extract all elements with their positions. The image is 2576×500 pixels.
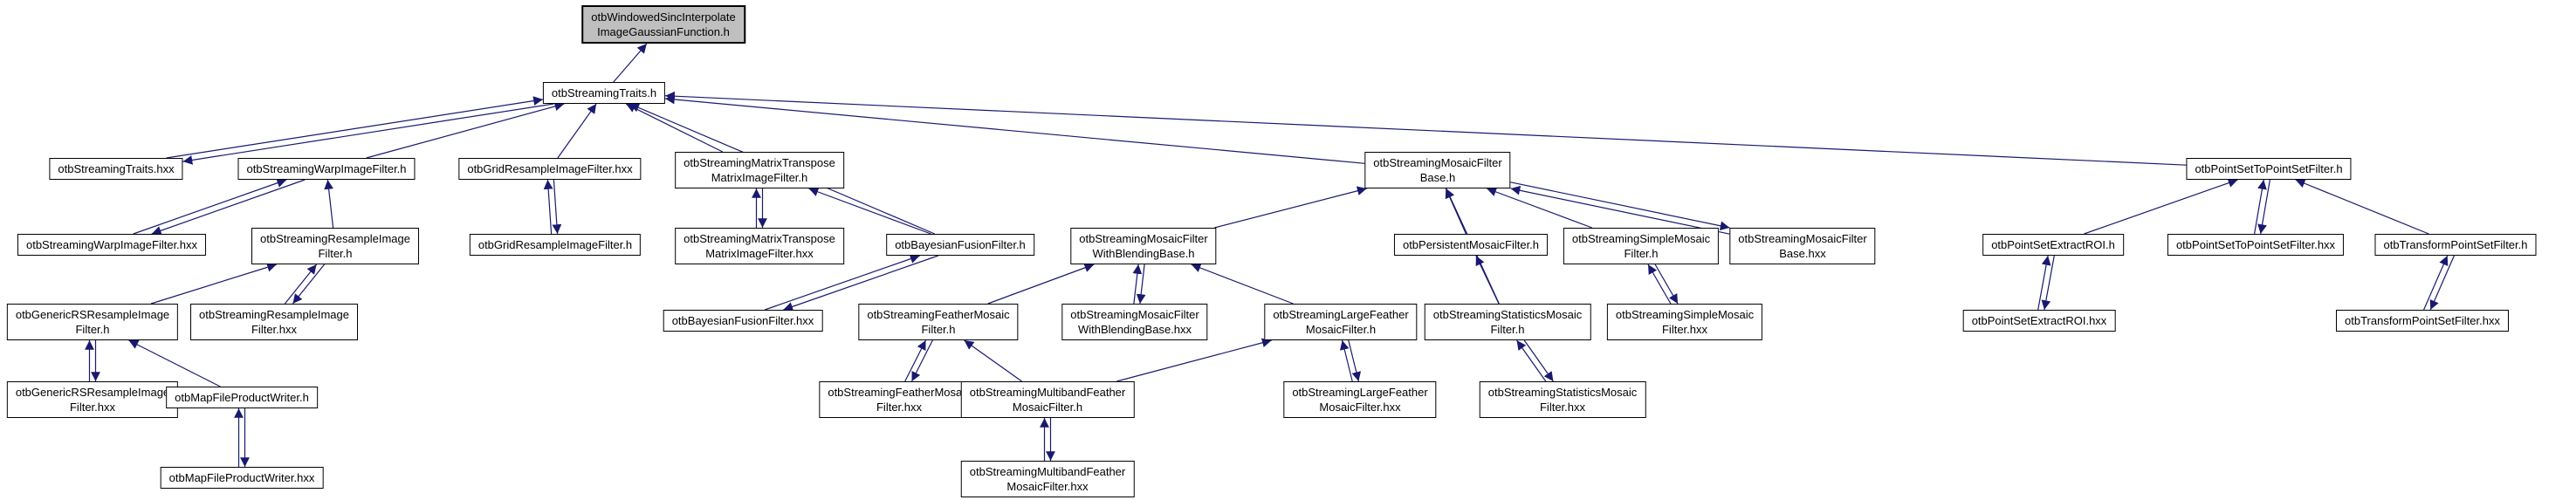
include-edge-simple_h-to-mosaicbase_h [1486, 187, 1593, 229]
graph-node-pstps_hxx[interactable]: otbPointSetToPointSetFilter.hxx [2167, 234, 2345, 257]
include-edge-traits_hxx-to-traits_h [166, 96, 544, 159]
include-edge-bayesian_h-to-bayesian_hxx [783, 255, 938, 312]
graph-node-multiband_hxx[interactable]: otbStreamingMultibandFeather MosaicFilte… [960, 461, 1135, 498]
graph-node-bayesian_hxx[interactable]: otbBayesianFusionFilter.hxx [663, 310, 823, 332]
include-edge-feather_hxx-to-feather_h [904, 339, 927, 382]
include-edge-largefeather_h-to-withblending_h [1191, 263, 1294, 305]
include-edge-transform_h-to-pstps_h [2295, 179, 2429, 235]
include-edge-resample_h-to-warp_h [324, 179, 334, 229]
graph-node-feather_hxx[interactable]: otbStreamingFeatherMosaic Filter.hxx [819, 381, 979, 419]
include-edge-simple_hxx-to-simple_h [1647, 264, 1672, 305]
include-edge-withblending_h-to-mosaicbase_h [1214, 186, 1367, 229]
graph-node-transform_h[interactable]: otbTransformPointSetFilter.h [2374, 234, 2537, 257]
graph-node-matrixtranspose_h[interactable]: otbStreamingMatrixTranspose MatrixImageF… [675, 152, 844, 189]
graph-node-mosaicbase_h[interactable]: otbStreamingMosaicFilter Base.h [1364, 152, 1511, 189]
graph-node-largefeather_h[interactable]: otbStreamingLargeFeather MosaicFilter.h [1264, 304, 1418, 341]
include-edge-genericrs_h-to-resample_h [150, 263, 278, 305]
include-edge-gridresample_hxx-to-traits_h [557, 103, 597, 159]
include-edge-traits_h-to-subject [613, 43, 648, 83]
graph-node-gridresample_h[interactable]: otbGridResampleImageFilter.h [469, 234, 642, 257]
include-edge-multiband_h-to-largefeather_h [1116, 338, 1272, 382]
include-edge-warp_h-to-warp_hxx [151, 179, 306, 236]
graph-node-traits_h[interactable]: otbStreamingTraits.h [542, 82, 666, 105]
graph-node-mosaicbase_hxx[interactable]: otbStreamingMosaicFilter Base.hxx [1729, 228, 1876, 265]
graph-node-multiband_h[interactable]: otbStreamingMultibandFeather MosaicFilte… [960, 381, 1135, 419]
include-edge-statistics_hxx-to-statistics_h [1516, 339, 1547, 382]
include-edge-largefeather_h-to-largefeather_hxx [1348, 339, 1362, 382]
include-edge-extractroi_hxx-to-extractroi_h [2037, 255, 2051, 311]
include-edge-simple_h-to-simple_hxx [1654, 264, 1679, 305]
include-edge-pstps_hxx-to-pstps_h [2254, 179, 2267, 235]
graph-node-persistent_h[interactable]: otbPersistentMosaicFilter.h [1393, 234, 1549, 257]
include-edge-pstps_h-to-traits_h [664, 91, 2187, 166]
include-edge-mosaicbase_h-to-traits_h [664, 94, 1365, 164]
graph-node-transform_hxx[interactable]: otbTransformPointSetFilter.hxx [2336, 310, 2509, 332]
include-edge-resample_h-to-resample_hxx [292, 264, 326, 305]
graph-node-warp_hxx[interactable]: otbStreamingWarpImageFilter.hxx [17, 234, 207, 257]
include-edge-multiband_h-to-feather_h [964, 339, 1022, 382]
include-edge-warp_hxx-to-warp_h [133, 178, 287, 235]
include-edge-transform_h-to-transform_hxx [2429, 255, 2455, 311]
graph-node-subject[interactable]: otbWindowedSincInterpolate ImageGaussian… [581, 5, 745, 45]
include-edge-mosaicbase_h-to-mosaicbase_hxx [1510, 182, 1730, 231]
graph-node-mapfile_hxx[interactable]: otbMapFileProductWriter.hxx [160, 467, 324, 490]
graph-node-mapfile_h[interactable]: otbMapFileProductWriter.h [166, 387, 318, 409]
include-edge-gridresample_hxx-to-gridresample_h [552, 179, 562, 235]
graph-node-warp_h[interactable]: otbStreamingWarpImageFilter.h [237, 158, 416, 181]
include-edge-extractroi_h-to-pstps_h [2084, 178, 2238, 235]
graph-node-gridresample_hxx[interactable]: otbGridResampleImageFilter.hxx [458, 158, 642, 181]
include-edge-gridresample_h-to-gridresample_hxx [543, 179, 553, 235]
include-edge-statistics_h-to-statistics_hxx [1523, 339, 1554, 382]
include-edge-withblending_h-to-withblending_hxx [1136, 264, 1146, 305]
graph-node-matrixtranspose_hxx[interactable]: otbStreamingMatrixTranspose MatrixImageF… [675, 228, 844, 265]
graph-node-largefeather_hxx[interactable]: otbStreamingLargeFeather MosaicFilter.hx… [1283, 381, 1437, 419]
graph-node-simple_h[interactable]: otbStreamingSimpleMosaic Filter.h [1563, 228, 1720, 265]
include-edge-extractroi_h-to-extractroi_hxx [2041, 255, 2055, 311]
include-edge-transform_hxx-to-transform_h [2423, 255, 2449, 311]
include-edge-bayesian_h-to-matrixtranspose_h [808, 187, 931, 235]
include-edge-matrixtranspose_h-to-traits_h [625, 103, 724, 153]
graph-node-resample_h[interactable]: otbStreamingResampleImage Filter.h [251, 228, 419, 265]
include-edge-pstps_h-to-pstps_hxx [2257, 179, 2270, 235]
include-edge-statistics_h-to-persistent_h [1475, 255, 1500, 305]
graph-node-statistics_hxx[interactable]: otbStreamingStatisticsMosaic Filter.hxx [1479, 381, 1646, 419]
graph-node-statistics_h[interactable]: otbStreamingStatisticsMosaic Filter.h [1424, 304, 1591, 341]
include-edge-traits_h-to-traits_hxx [182, 103, 554, 165]
graph-node-extractroi_hxx[interactable]: otbPointSetExtractROI.hxx [1962, 310, 2116, 332]
graph-node-feather_h[interactable]: otbStreamingFeatherMosaic Filter.h [858, 304, 1019, 341]
graph-node-bayesian_h[interactable]: otbBayesianFusionFilter.h [886, 234, 1034, 257]
include-edge-mapfile_h-to-genericrs_h [128, 339, 221, 387]
graph-node-pstps_h[interactable]: otbPointSetToPointSetFilter.h [2186, 158, 2352, 181]
graph-node-extractroi_h[interactable]: otbPointSetExtractROI.h [1982, 234, 2124, 257]
include-edge-warp_h-to-traits_h [366, 101, 565, 159]
graph-node-genericrs_hxx[interactable]: otbGenericRSResampleImage Filter.hxx [6, 381, 179, 419]
include-edge-feather_h-to-feather_hxx [910, 339, 933, 382]
graph-node-traits_hxx[interactable]: otbStreamingTraits.hxx [49, 158, 183, 181]
graph-node-withblending_h[interactable]: otbStreamingMosaicFilter WithBlendingBas… [1070, 228, 1217, 265]
include-edge-largefeather_hxx-to-largefeather_h [1339, 339, 1353, 382]
graph-node-resample_hxx[interactable]: otbStreamingResampleImage Filter.hxx [190, 304, 358, 341]
include-edge-bayesian_hxx-to-bayesian_h [765, 254, 920, 311]
include-edge-feather_h-to-withblending_h [987, 263, 1095, 305]
include-edge-resample_hxx-to-resample_h [284, 264, 318, 305]
graph-node-simple_hxx[interactable]: otbStreamingSimpleMosaic Filter.hxx [1606, 304, 1763, 341]
include-edge-withblending_hxx-to-withblending_h [1132, 264, 1143, 305]
include-edge-mosaicbase_hxx-to-mosaicbase_h [1510, 185, 1730, 235]
graph-node-genericrs_h[interactable]: otbGenericRSResampleImage Filter.h [6, 304, 179, 341]
graph-node-withblending_hxx[interactable]: otbStreamingMosaicFilter WithBlendingBas… [1061, 304, 1208, 341]
